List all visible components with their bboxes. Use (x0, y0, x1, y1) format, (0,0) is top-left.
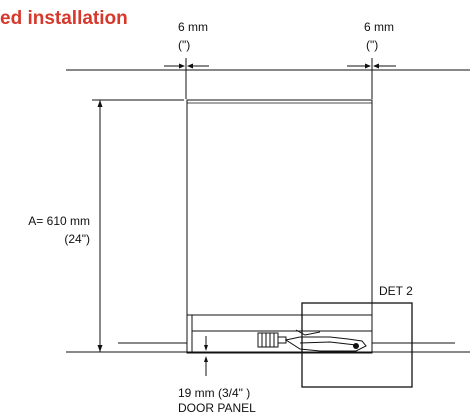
height-arrowhead-bottom (97, 345, 103, 352)
height-arrowhead-top (97, 100, 103, 107)
height-dimension-inch: (24") (64, 232, 90, 246)
hinge-connector (277, 336, 287, 344)
hinge-arm-inner (299, 341, 357, 346)
hinge-arm (284, 336, 367, 352)
section-heading: ed installation (0, 8, 128, 29)
hinge-lever (295, 329, 321, 336)
height-dimension-value: A= 610 mm (28, 214, 90, 228)
left-gap-inch: (") (178, 38, 191, 52)
hinge-pivot (353, 343, 359, 349)
right-gap-value: 6 mm (364, 20, 394, 34)
left-gap-arrowhead-left (179, 63, 185, 69)
right-gap-arrowhead-right (373, 63, 379, 69)
left-gap-arrowhead-right (187, 63, 193, 69)
detail-callout-box (301, 302, 413, 388)
detail-label: DET 2 (379, 284, 413, 298)
left-gap-value: 6 mm (178, 20, 208, 34)
door-panel-arrowhead-upper (204, 345, 208, 351)
appliance-outline (186, 99, 373, 354)
right-gap-inch: (") (366, 38, 379, 52)
door-panel-label: DOOR PANEL (178, 401, 256, 415)
door-panel-thickness: 19 mm (3/4" ) (178, 386, 251, 400)
right-gap-arrowhead-left (365, 63, 371, 69)
door-panel-arrowhead-lower (204, 356, 208, 362)
hinge-block (257, 332, 279, 348)
